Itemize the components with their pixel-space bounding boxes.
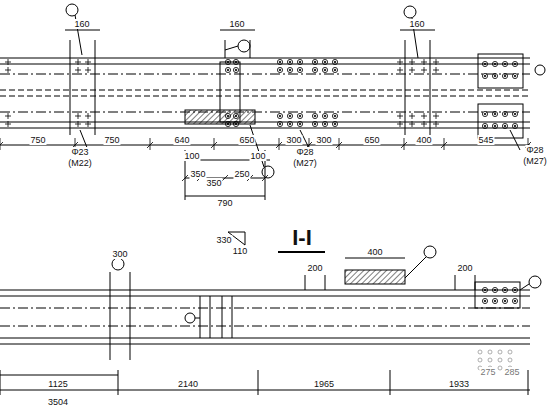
dimension-label: Φ23 (70, 147, 89, 157)
dimension-label: Φ28 (295, 147, 314, 157)
dimension-label: 3504 (47, 397, 69, 407)
dimension-label: 640 (173, 135, 190, 145)
dimension-label: 100 (183, 151, 200, 161)
dimension-label: 330 (215, 235, 232, 245)
dimension-label: 160 (73, 19, 90, 29)
dimension-label: 100 (249, 151, 266, 161)
dimension-label: 250 (233, 169, 250, 179)
dimension-label: 750 (29, 135, 46, 145)
dimension-label: 285 (503, 367, 520, 377)
section-title: I-I (291, 226, 313, 250)
dimension-label: 2140 (177, 379, 199, 389)
dimension-label: 1965 (313, 379, 335, 389)
dimension-label: 350 (205, 178, 222, 188)
dimension-label: 1125 (47, 379, 68, 389)
dimension-label: 790 (216, 198, 233, 208)
dimension-label: 275 (479, 367, 496, 377)
dimension-label: 650 (363, 135, 380, 145)
dimension-label: 200 (306, 263, 323, 273)
dimension-label: 350 (189, 169, 206, 179)
dimension-label: 300 (285, 135, 302, 145)
dimension-label: (M27) (292, 158, 318, 168)
dimension-label: 400 (366, 247, 383, 257)
dimension-label: (M22) (67, 158, 93, 168)
dimension-label: (M27) (522, 156, 548, 166)
dimension-label: 300 (315, 135, 332, 145)
dimension-label: 750 (103, 135, 120, 145)
dimension-label: Φ28 (525, 145, 544, 155)
dimension-label: 400 (415, 135, 432, 145)
dimension-label: 650 (238, 135, 255, 145)
dimension-label: 200 (456, 263, 473, 273)
dimension-label: 545 (477, 135, 494, 145)
dimension-label: 160 (228, 19, 245, 29)
dimension-label: 110 (232, 246, 248, 256)
dimension-label: 300 (111, 249, 128, 259)
dimension-label: 1933 (448, 379, 470, 389)
dimension-label: 160 (408, 19, 425, 29)
